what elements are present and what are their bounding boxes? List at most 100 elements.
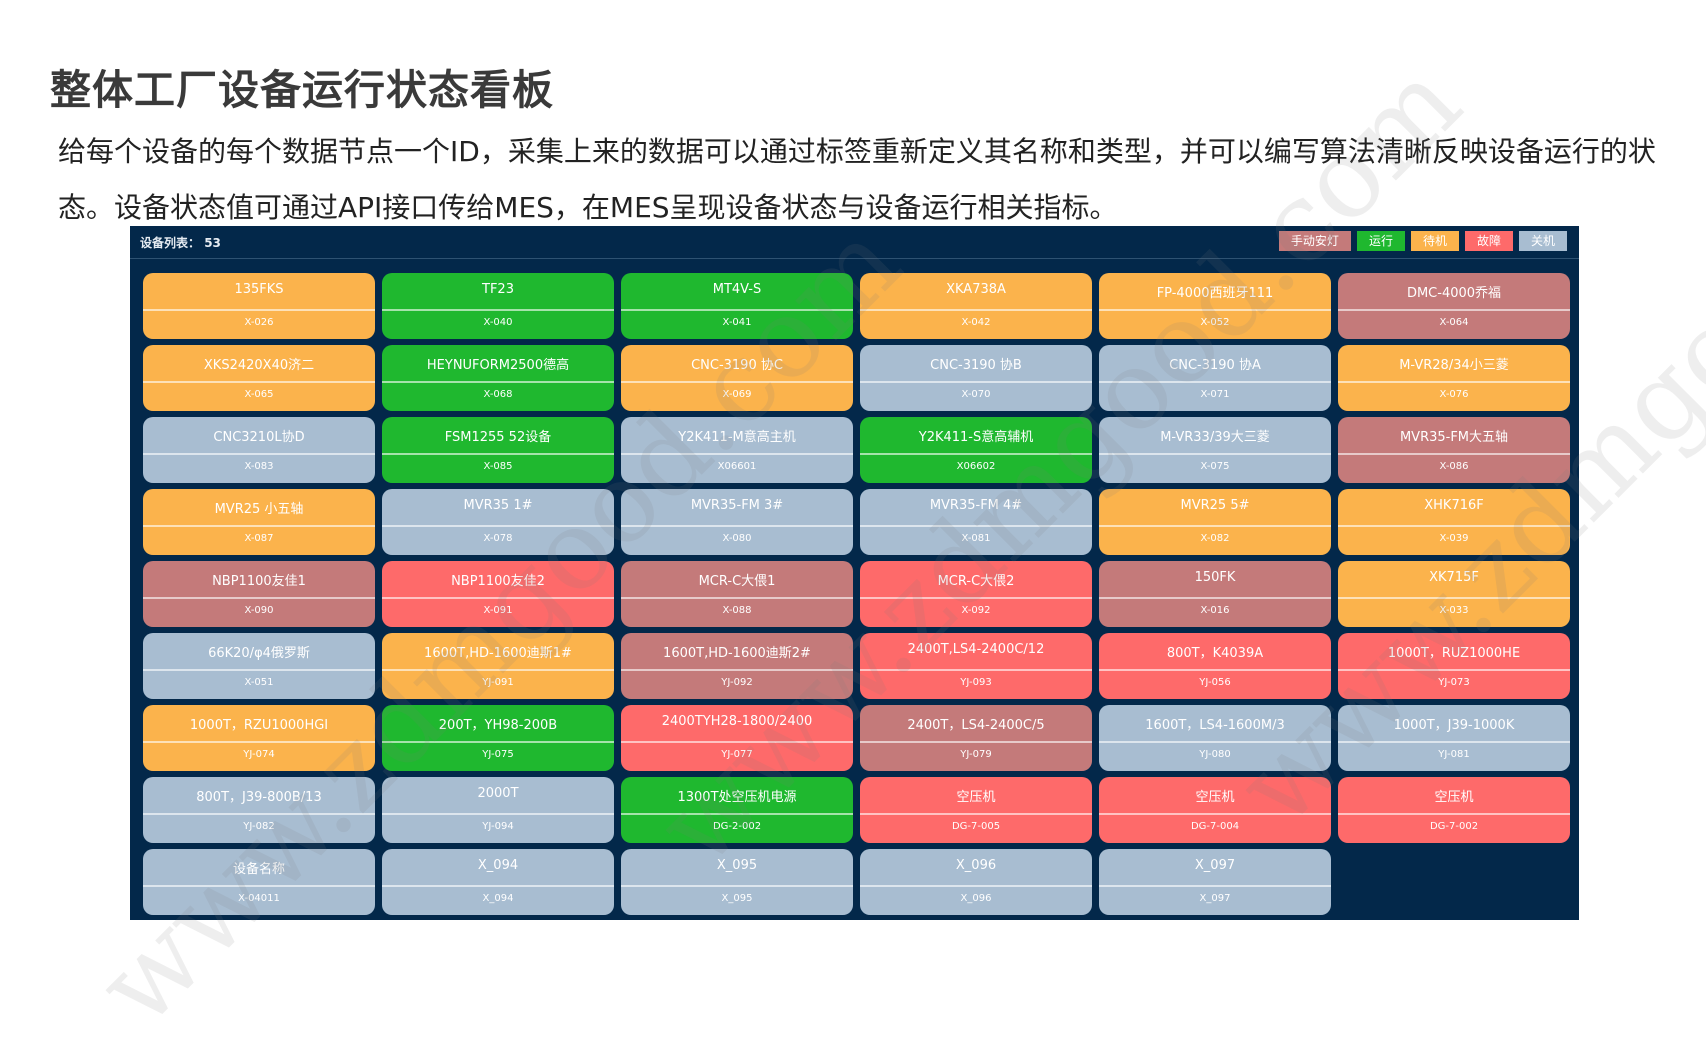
device-card[interactable]: Y2K411-M意高主机 X06601 — [621, 417, 853, 483]
device-name: MCR-C大偎2 — [937, 574, 1015, 589]
device-card[interactable]: 1600T,HD-1600迪斯2#YJ-092 — [621, 633, 853, 699]
card-divider — [621, 669, 853, 671]
device-card[interactable]: 1000T，RZU1000HGI YJ-074 — [143, 705, 375, 771]
device-id: YJ-056 — [1199, 677, 1231, 688]
device-card[interactable]: 1600T,HD-1600迪斯1#YJ-091 — [382, 633, 614, 699]
device-id: X-078 — [483, 533, 513, 544]
card-divider — [143, 885, 375, 887]
device-id: X-069 — [722, 389, 752, 400]
card-divider — [143, 309, 375, 311]
device-id: X-088 — [722, 605, 752, 616]
device-card[interactable]: MVR35-FM 3#X-080 — [621, 489, 853, 555]
device-id: DG-7-005 — [951, 821, 1001, 832]
device-id: X_096 — [960, 893, 992, 904]
device-card[interactable]: MVR35-FM 4#X-081 — [860, 489, 1092, 555]
card-divider — [382, 309, 614, 311]
legend-fault[interactable]: 故障 — [1464, 231, 1513, 251]
device-id: YJ-075 — [482, 749, 514, 760]
legend-idle[interactable]: 待机 — [1410, 231, 1459, 251]
device-name: MVR35-FM大五轴 — [1399, 430, 1509, 445]
device-id: X06601 — [717, 461, 757, 472]
legend-off[interactable]: 关机 — [1518, 231, 1567, 251]
card-divider — [143, 525, 375, 527]
device-id: YJ-077 — [721, 749, 753, 760]
legend-andon[interactable]: 手动安灯 — [1278, 231, 1351, 251]
device-id: X-076 — [1439, 389, 1469, 400]
device-id: X-080 — [722, 533, 752, 544]
card-divider — [1338, 669, 1570, 671]
device-id: X-071 — [1200, 389, 1230, 400]
device-name: 2400T,LS4-2400C/12 — [907, 642, 1045, 657]
card-divider — [621, 525, 853, 527]
device-id: YJ-091 — [482, 677, 514, 688]
device-id: YJ-081 — [1438, 749, 1470, 760]
card-divider — [860, 309, 1092, 311]
device-card[interactable]: MVR35 1#X-078 — [382, 489, 614, 555]
device-id: DG-7-004 — [1190, 821, 1240, 832]
device-name: Y2K411-M意高主机 — [678, 430, 796, 445]
page-title: 整体工厂设备运行状态看板 — [50, 66, 554, 114]
device-name: 空压机 — [1434, 790, 1474, 805]
card-divider — [621, 453, 853, 455]
device-name: NBP1100友佳2 — [451, 574, 545, 589]
device-id: X-068 — [483, 389, 513, 400]
device-name: 1000T，RZU1000HGI — [189, 718, 329, 733]
device-name: XK715F — [1429, 570, 1479, 585]
device-id: X_095 — [721, 893, 753, 904]
device-id: X-092 — [961, 605, 991, 616]
device-id: YJ-074 — [243, 749, 275, 760]
legend-run[interactable]: 运行 — [1356, 231, 1405, 251]
device-card[interactable]: MVR25 5#X-082 — [1099, 489, 1331, 555]
device-id: X_094 — [482, 893, 514, 904]
card-divider — [1338, 741, 1570, 743]
page-description: 给每个设备的每个数据节点一个ID，采集上来的数据可以通过标签重新定义其名称和类型… — [58, 135, 1656, 224]
device-name: Y2K411-S意高辅机 — [918, 430, 1034, 445]
